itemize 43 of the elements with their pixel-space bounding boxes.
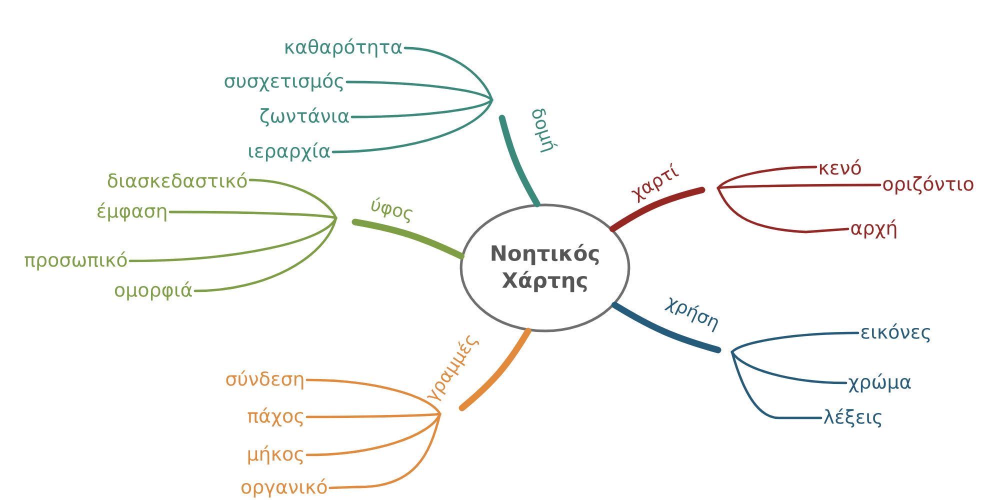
branch-line <box>128 216 338 262</box>
branch-line <box>716 186 850 234</box>
leaf-label: καθαρότητα <box>286 38 402 58</box>
leaf-label: πάχος <box>248 407 303 427</box>
leaf-label: συσχετισμός <box>224 72 343 92</box>
branch-line <box>328 412 442 490</box>
leaf-label: οργανικό <box>242 478 327 498</box>
branch-label: δομή <box>532 108 558 153</box>
leaf-label: οριζόντιο <box>883 175 974 195</box>
branch-label: ύφος <box>371 197 413 224</box>
branch-line <box>306 378 442 416</box>
branch-line <box>306 412 442 456</box>
branch-line <box>194 216 338 292</box>
leaf-label: διασκεδαστικό <box>108 172 247 188</box>
leaf-label: μήκος <box>248 445 303 465</box>
branch-line <box>730 332 860 354</box>
branch-line <box>404 46 494 102</box>
branch-line <box>168 210 338 220</box>
leaf-label: λέξεις <box>824 408 882 428</box>
leaf-label: αρχή <box>851 219 896 239</box>
branch-line <box>248 178 338 220</box>
leaf-label: προσωπικό <box>24 251 127 271</box>
leaf-label: ζωντάνια <box>260 107 349 127</box>
leaf-label: χρώμα <box>848 373 911 393</box>
main-branch <box>352 218 464 260</box>
branch-line <box>730 350 822 420</box>
leaf-label: ιεραρχία <box>249 142 330 162</box>
main-branch <box>611 302 722 354</box>
leaf-label: σύνδεση <box>226 370 304 390</box>
leaf-label: ομορφιά <box>114 281 192 301</box>
main-branch <box>458 328 532 412</box>
main-branch <box>498 114 540 208</box>
leaf-label: εικόνες <box>861 323 930 343</box>
branch-line <box>346 80 494 102</box>
branch-line <box>730 350 848 384</box>
branch-line <box>716 166 818 190</box>
leaf-label: κενό <box>820 159 861 175</box>
leaf-label: έμφαση <box>98 202 166 222</box>
branch-line <box>716 184 882 190</box>
branch-line <box>350 98 494 118</box>
branch-line <box>332 98 494 154</box>
branch-line <box>306 412 442 418</box>
main-branch <box>609 186 706 232</box>
